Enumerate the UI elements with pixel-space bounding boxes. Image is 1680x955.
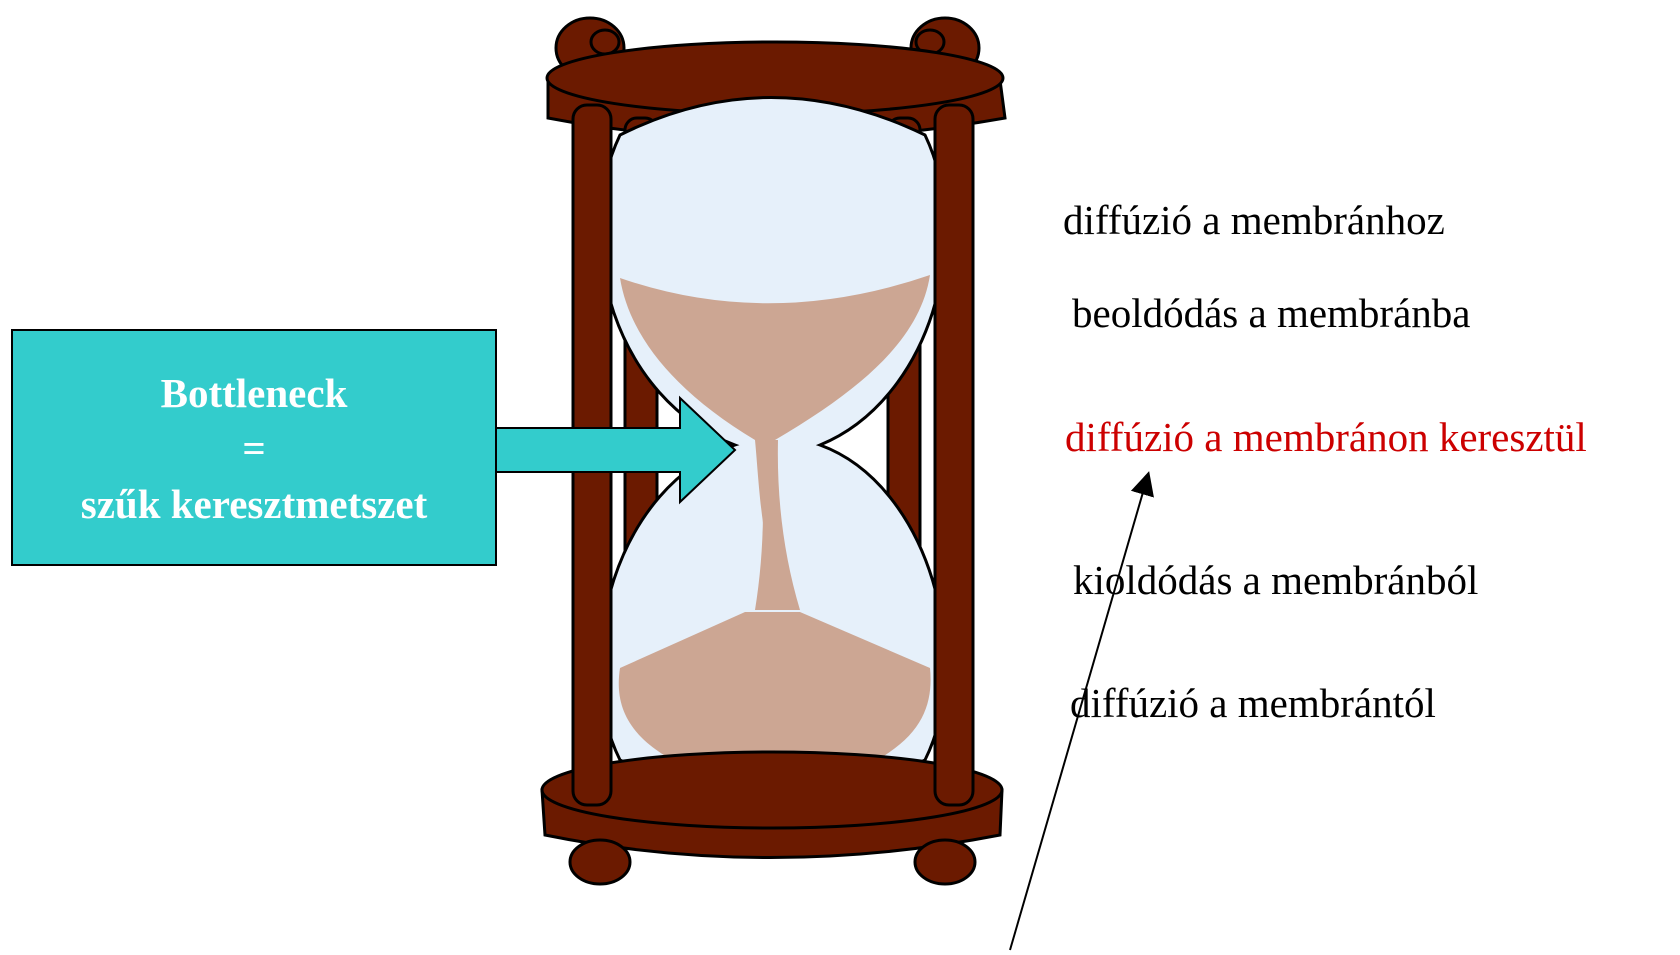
- step-dissolution-into-membrane: beoldódás a membránba: [1072, 290, 1471, 336]
- bottleneck-arrow: [495, 395, 737, 505]
- hourglass-bottom-knobs: [568, 838, 977, 886]
- sand-top: [620, 275, 930, 560]
- callout-line-2: =: [242, 425, 266, 471]
- step-diffusion-to-membrane: diffúzió a membránhoz: [1063, 197, 1445, 243]
- hourglass-bottom-plate: [540, 750, 1004, 859]
- step-diffusion-from-membrane: diffúzió a membrántól: [1070, 680, 1436, 726]
- callout-line-3: szűk keresztmetszet: [80, 481, 428, 527]
- sand-bottom: [618, 612, 931, 795]
- sand-stream: [755, 440, 800, 610]
- step-diffusion-through-membrane: diffúzió a membránon keresztül: [1065, 414, 1587, 460]
- step-release-from-membrane: kioldódás a membránból: [1073, 557, 1479, 603]
- callout-line-1: Bottleneck: [160, 370, 348, 416]
- bottleneck-callout-box: [11, 329, 497, 566]
